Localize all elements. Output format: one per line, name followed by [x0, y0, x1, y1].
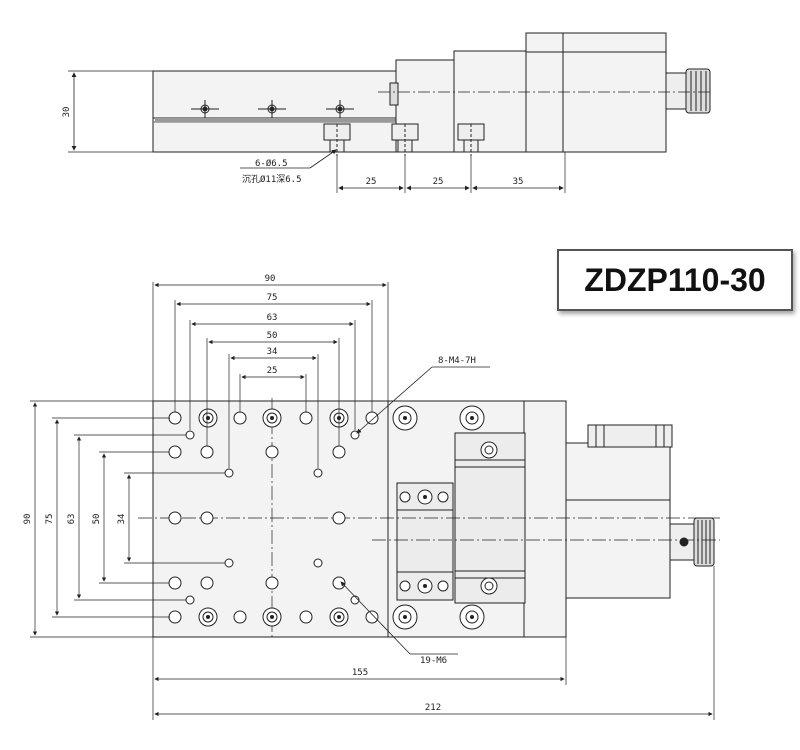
dim-height-50: 50 [92, 514, 102, 525]
dim-height-90: 90 [23, 514, 33, 525]
thread-note-bottom: 19-M6 [420, 656, 447, 666]
plan-knob [693, 517, 715, 567]
plan-connector [587, 424, 673, 448]
dim-width-50: 50 [267, 331, 278, 341]
side-pitch-3: 35 [513, 177, 524, 187]
dim-height-34: 34 [117, 514, 127, 525]
dim-width-63: 63 [267, 313, 278, 323]
dim-width-90: 90 [265, 274, 276, 284]
plan-view [30, 282, 720, 720]
model-title: ZDZP110-30 [557, 249, 793, 311]
dim-width-34: 34 [267, 347, 278, 357]
dim-length-155: 155 [352, 668, 368, 678]
side-pitch-2: 25 [433, 177, 444, 187]
side-knob [685, 68, 711, 114]
side-top-holes [191, 100, 354, 118]
side-table-body [152, 70, 397, 153]
dim-length-212: 212 [425, 703, 441, 713]
side-motor-body [525, 32, 667, 153]
plan-mount-holes [168, 405, 498, 630]
plan-motor-body [565, 442, 671, 599]
model-title-text: ZDZP110-30 [584, 261, 766, 298]
side-view [68, 32, 711, 193]
dim-height-63: 63 [67, 514, 77, 525]
dim-width-75: 75 [267, 293, 278, 303]
side-counterbore-holes [323, 123, 485, 156]
side-pitch-1: 25 [366, 177, 377, 187]
side-hole-note-1: 6-Ø6.5 [255, 158, 288, 169]
side-height-label: 30 [62, 107, 72, 118]
dim-width-25: 25 [267, 366, 278, 376]
side-hole-note-2: 沉孔Ø11深6.5 [242, 174, 302, 185]
dim-height-75: 75 [45, 514, 55, 525]
thread-note-top: 8-M4-7H [438, 356, 476, 366]
